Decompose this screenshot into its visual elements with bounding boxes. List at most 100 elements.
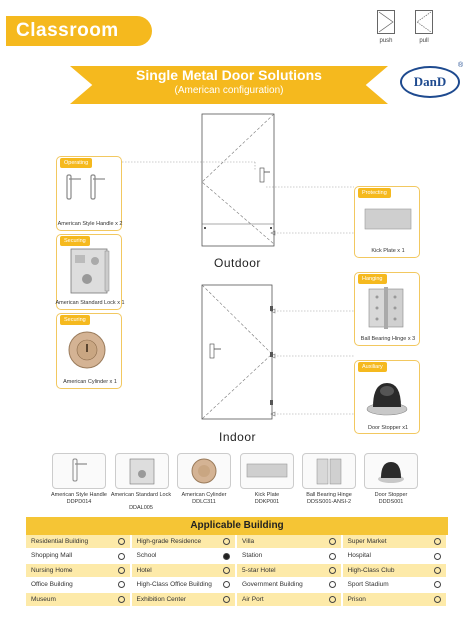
page-title-tab: Classroom <box>6 16 152 46</box>
cylinder-icon <box>68 331 106 369</box>
push-door-icon <box>377 10 395 34</box>
radio-empty-icon[interactable] <box>328 552 336 560</box>
lever-handle-icon <box>72 458 87 482</box>
radio-selected-icon[interactable] <box>223 552 230 560</box>
building-option[interactable]: Hospital <box>343 549 447 562</box>
radio-empty-icon[interactable] <box>223 538 230 546</box>
radio-empty-icon[interactable] <box>434 566 441 574</box>
bottom-name-hinge: Ball Bearing Hinge <box>306 492 352 498</box>
solution-banner <box>70 66 388 104</box>
bottom-item-kickplate <box>240 453 294 489</box>
outdoor-label: Outdoor <box>214 256 261 270</box>
brand-logo: DanD <box>400 66 460 98</box>
building-option[interactable]: High-grade Residence <box>131 535 235 549</box>
tag-hanging: Hanging <box>358 274 387 284</box>
building-option-label: High-Class Club <box>347 566 395 574</box>
building-option[interactable]: Air Port <box>237 592 341 606</box>
building-option[interactable]: Exhibition Center <box>131 592 235 606</box>
pull-label: pull <box>419 38 429 44</box>
building-option-label: Residential Building <box>31 538 89 545</box>
building-option-label: Prison <box>347 595 366 603</box>
building-option-label: High-grade Residence <box>136 538 202 545</box>
building-option[interactable]: Station <box>237 549 341 562</box>
building-option-label: Air Port <box>242 595 264 603</box>
building-option[interactable]: School <box>132 549 236 562</box>
bottom-name-lock: American Standard Lock <box>110 492 172 498</box>
building-option-label: High-Class Office Building <box>136 581 212 589</box>
banner-title: Single Metal Door Solutions <box>136 67 322 83</box>
radio-empty-icon[interactable] <box>223 581 230 589</box>
kick-plate-icon <box>246 463 288 478</box>
tag-auxiliary: Auxiliary <box>358 362 387 372</box>
connector-lines <box>122 161 354 417</box>
bottom-code-kickplate: DDKP001 <box>254 499 280 505</box>
bottom-item-stopper <box>364 453 418 489</box>
kick-plate-icon <box>364 208 412 230</box>
bottom-code-hinge: DDSS001-ANSI-2 <box>306 499 352 505</box>
card-stopper: Auxiliary Door Stopper x1 <box>354 360 420 434</box>
radio-empty-icon[interactable] <box>328 581 336 589</box>
building-option-label: Government Building <box>242 581 303 589</box>
radio-empty-icon[interactable] <box>117 566 125 574</box>
caption-stopper: Door Stopper x1 <box>367 425 409 431</box>
radio-empty-icon[interactable] <box>223 566 230 574</box>
building-option[interactable]: Museum <box>26 592 130 606</box>
door-stopper-icon <box>378 462 404 483</box>
bottom-name-cylinder: American Cylinder <box>181 492 227 498</box>
building-option[interactable]: Government Building <box>237 578 341 591</box>
building-option-label: 5-star Hotel <box>242 566 276 574</box>
building-option-label: Office Building <box>31 581 73 589</box>
building-option-label: Nursing Home <box>31 566 73 574</box>
building-option[interactable]: Hotel <box>131 563 235 578</box>
applicable-building-grid: Residential Building High-grade Residence… <box>26 535 448 607</box>
radio-empty-icon[interactable] <box>117 552 125 560</box>
building-option-label: Villa <box>242 538 255 545</box>
radio-empty-icon[interactable] <box>434 595 441 603</box>
radio-empty-icon[interactable] <box>328 595 336 603</box>
building-option[interactable]: Villa <box>237 535 341 549</box>
banner-subtitle: (American configuration) <box>174 85 284 96</box>
radio-empty-icon[interactable] <box>223 595 230 603</box>
bottom-code-handle: DDPD014 <box>66 499 92 505</box>
bottom-item-hinge <box>302 453 356 489</box>
radio-empty-icon[interactable] <box>117 581 125 589</box>
building-option[interactable]: Office Building <box>26 578 130 591</box>
bottom-name-handle: American Style Handle <box>51 492 107 498</box>
card-cylinder: Securing American Cylinder x 1 <box>56 313 122 389</box>
bottom-item-lock <box>115 453 169 489</box>
tag-protecting: Protecting <box>358 188 391 198</box>
building-option-label: Shopping Mall <box>31 552 73 560</box>
building-option[interactable]: Prison <box>342 592 446 606</box>
lever-handle-icon <box>66 174 105 200</box>
building-option[interactable]: Shopping Mall <box>26 549 130 562</box>
building-option[interactable]: Sport Stadium <box>343 578 447 591</box>
building-option-label: Hospital <box>347 552 371 560</box>
building-option-label: Station <box>242 552 263 560</box>
radio-empty-icon[interactable] <box>434 552 441 560</box>
radio-empty-icon[interactable] <box>117 538 125 546</box>
building-option-label: School <box>136 552 157 560</box>
radio-empty-icon[interactable] <box>328 538 336 546</box>
caption-lock: American Standard Lock x 1 <box>55 300 125 306</box>
radio-empty-icon[interactable] <box>434 581 441 589</box>
card-handle: Operating American Style Handle x 2 <box>56 156 122 231</box>
radio-empty-icon[interactable] <box>434 538 441 546</box>
cylinder-icon <box>191 458 217 484</box>
applicable-building-title: Applicable Building <box>26 517 448 535</box>
bottom-item-handle <box>52 453 106 489</box>
building-option[interactable]: Nursing Home <box>26 563 130 578</box>
radio-empty-icon[interactable] <box>328 566 336 574</box>
radio-empty-icon[interactable] <box>117 595 125 603</box>
building-option[interactable]: High-Class Office Building <box>132 578 236 591</box>
building-option[interactable]: High-Class Club <box>342 563 446 578</box>
caption-handle: American Style Handle x 2 <box>57 221 123 227</box>
tag-securing-lock: Securing <box>60 236 90 246</box>
caption-hinge: Ball Bearing Hinge x 3 <box>360 336 416 342</box>
bottom-code-stopper: DDDS001 <box>378 499 404 505</box>
building-option[interactable]: Super Market <box>342 535 446 549</box>
building-option[interactable]: Residential Building <box>26 535 130 549</box>
bottom-name-kickplate: Kick Plate <box>254 492 280 498</box>
indoor-label: Indoor <box>219 430 257 444</box>
building-option[interactable]: 5-star Hotel <box>237 563 341 578</box>
building-option-label: Museum <box>31 595 56 603</box>
